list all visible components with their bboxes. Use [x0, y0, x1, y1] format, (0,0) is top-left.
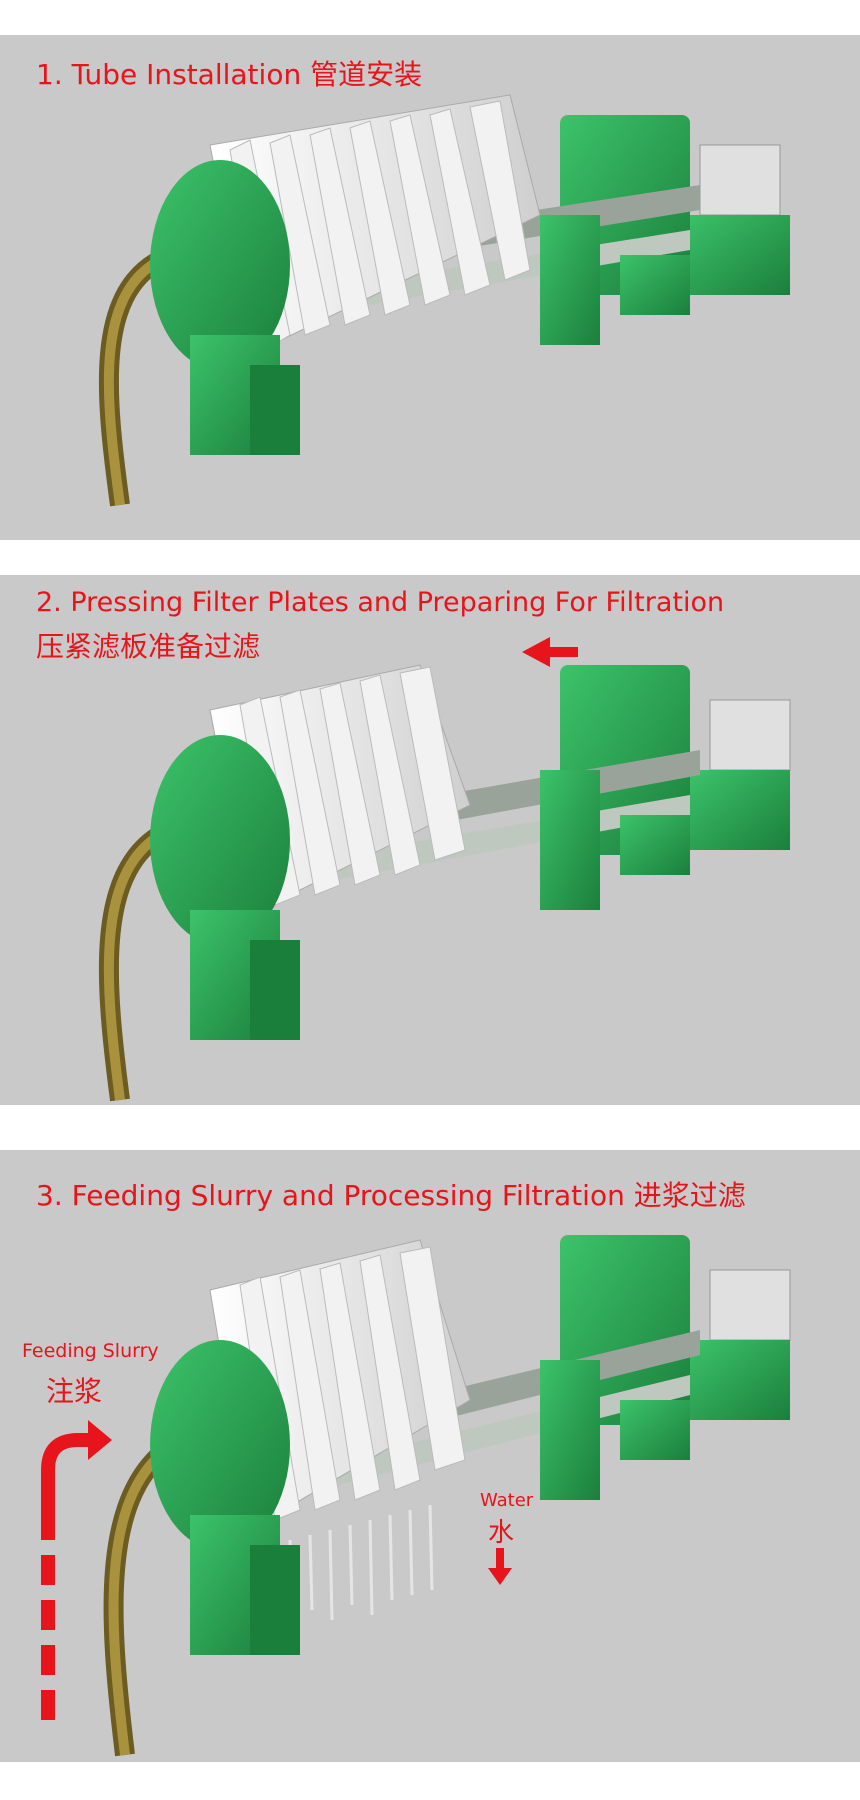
panel-subtitle: 压紧滤板准备过滤: [36, 630, 261, 663]
feeding-slurry-label-cn: 注浆: [46, 1375, 103, 1408]
filter-press-machine-icon: [41, 1235, 791, 1757]
filter-press-machine-icon: [98, 94, 790, 507]
water-label: Water: [480, 1490, 534, 1511]
panel-title: 1. Tube Installation 管道安装: [36, 58, 423, 91]
water-label-cn: 水: [488, 1518, 515, 1548]
panel-tube-installation: 1. Tube Installation 管道安装: [0, 35, 860, 540]
feed-arrow-icon: [41, 1420, 112, 1720]
panel-title: 3. Feeding Slurry and Processing Filtrat…: [36, 1179, 746, 1212]
filter-press-machine-icon: [98, 637, 791, 1102]
move-left-arrow-icon: [522, 637, 578, 667]
water-down-arrow-icon: [488, 1548, 512, 1585]
filter-plates-icon: [209, 94, 541, 356]
feeding-slurry-label: Feeding Slurry: [22, 1340, 159, 1362]
panel-feeding-slurry: 3. Feeding Slurry and Processing Filtrat…: [0, 1150, 860, 1762]
panel-pressing-plates: 2. Pressing Filter Plates and Preparing …: [0, 575, 860, 1105]
panel-title: 2. Pressing Filter Plates and Preparing …: [36, 587, 725, 618]
